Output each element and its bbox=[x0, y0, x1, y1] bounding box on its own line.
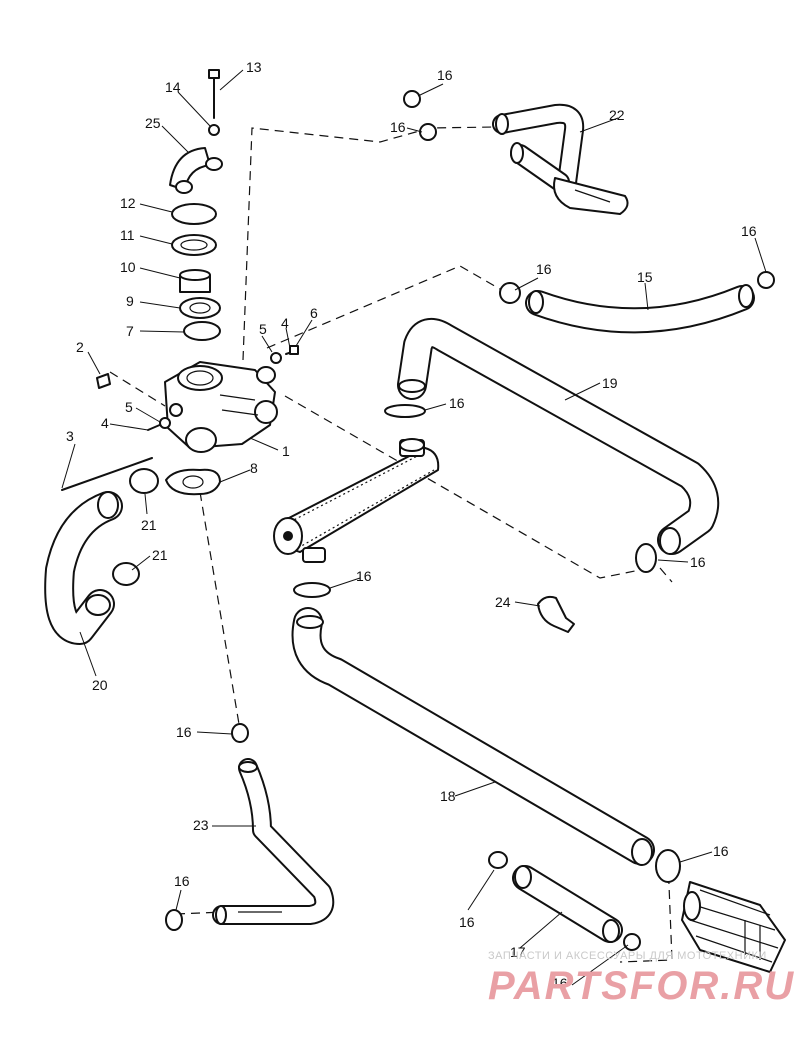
callout-17: 17 bbox=[510, 944, 526, 960]
hose-clamps bbox=[112, 90, 775, 951]
callout-7: 7 bbox=[126, 323, 134, 339]
callout-16: 16 bbox=[176, 724, 192, 740]
hose-19 bbox=[397, 317, 720, 555]
callout-24: 24 bbox=[495, 594, 511, 610]
callout-4: 4 bbox=[281, 315, 289, 331]
thermostat-housing bbox=[164, 361, 278, 453]
callout-5: 5 bbox=[259, 321, 267, 337]
callout-12: 12 bbox=[120, 195, 136, 211]
watermark: ЗАПЧАСТИ И АКСЕССУАРЫ ДЛЯ МОТОТЕХНИКИ PA… bbox=[488, 950, 800, 1048]
callout-1: 1 bbox=[282, 443, 290, 459]
callout-10: 10 bbox=[120, 259, 136, 275]
watermark-brand: PARTSFOR.RU bbox=[488, 964, 796, 1008]
callout-2: 2 bbox=[76, 339, 84, 355]
callout-16: 16 bbox=[713, 843, 729, 859]
callout-21: 21 bbox=[152, 547, 168, 563]
callout-21: 21 bbox=[141, 517, 157, 533]
callout-23: 23 bbox=[193, 817, 209, 833]
callout-14: 14 bbox=[165, 79, 181, 95]
callout-16: 16 bbox=[536, 261, 552, 277]
callout-16: 16 bbox=[356, 568, 372, 584]
hose-23 bbox=[212, 758, 335, 925]
callout-16: 16 bbox=[437, 67, 453, 83]
callout-9: 9 bbox=[126, 293, 134, 309]
callout-15: 15 bbox=[637, 269, 653, 285]
leader-lines bbox=[61, 69, 767, 986]
hose-18 bbox=[291, 607, 655, 866]
pipe-22 bbox=[492, 103, 629, 215]
hose-20 bbox=[44, 491, 123, 645]
callout-18: 18 bbox=[440, 788, 456, 804]
callout-6: 6 bbox=[310, 305, 318, 321]
callout-16: 16 bbox=[741, 223, 757, 239]
hose-15 bbox=[525, 284, 755, 334]
callout-3: 3 bbox=[66, 428, 74, 444]
callout-5: 5 bbox=[125, 399, 133, 415]
callout-8: 8 bbox=[250, 460, 258, 476]
callout-16: 16 bbox=[459, 914, 475, 930]
callout-16: 16 bbox=[690, 554, 706, 570]
callout-22: 22 bbox=[609, 107, 625, 123]
callout-11: 11 bbox=[120, 227, 135, 243]
heat-exchanger bbox=[273, 439, 440, 563]
callout-20: 20 bbox=[92, 677, 108, 693]
callout-13: 13 bbox=[246, 59, 262, 75]
callout-16: 16 bbox=[449, 395, 465, 411]
callout-16: 16 bbox=[552, 975, 568, 991]
callout-25: 25 bbox=[145, 115, 161, 131]
flow-lines bbox=[109, 126, 673, 963]
callout-labels: 1 2 3 4 4 5 5 6 7 8 9 10 11 12 13 14 15 … bbox=[66, 59, 757, 991]
callout-16: 16 bbox=[174, 873, 190, 889]
water-pump bbox=[681, 881, 786, 973]
callout-19: 19 bbox=[602, 375, 618, 391]
small-parts bbox=[61, 69, 575, 633]
watermark-tagline: ЗАПЧАСТИ И АКСЕССУАРЫ ДЛЯ МОТОТЕХНИКИ bbox=[488, 950, 767, 962]
callout-4: 4 bbox=[101, 415, 109, 431]
callout-16: 16 bbox=[390, 119, 406, 135]
hose-17 bbox=[512, 865, 623, 943]
